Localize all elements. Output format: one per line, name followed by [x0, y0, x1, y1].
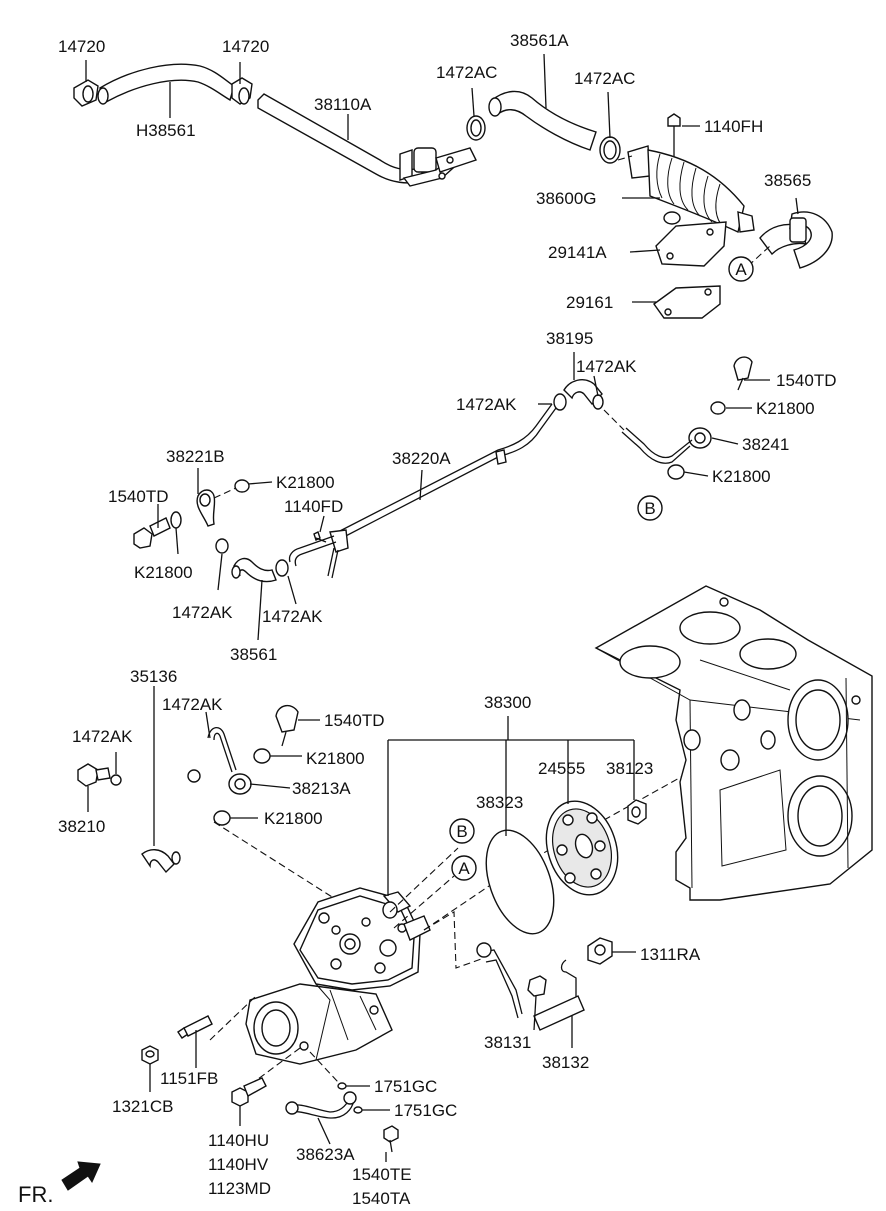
label-h38561: H38561	[136, 121, 196, 140]
label-38195: 38195	[546, 329, 593, 348]
label-1123md: 1123MD	[208, 1179, 271, 1198]
label-38300: 38300	[484, 693, 531, 712]
front-direction-indicator: FR.	[18, 1161, 101, 1207]
label-38210: 38210	[58, 817, 105, 836]
label-38110a: 38110A	[314, 95, 372, 114]
label-38220a: 38220A	[392, 449, 451, 468]
gear-24555	[545, 800, 619, 896]
label-14720-right: 14720	[222, 37, 269, 56]
callout-a-bottom: A	[451, 855, 477, 881]
label-29161: 29161	[566, 293, 613, 312]
label-14720-left: 14720	[58, 37, 105, 56]
label-38213a: 38213A	[292, 779, 351, 798]
label-1472ak-right: 1472AK	[576, 357, 637, 376]
label-38561: 38561	[230, 645, 277, 664]
label-35136: 35136	[130, 667, 177, 686]
label-29141a: 29141A	[548, 243, 607, 262]
label-1472ac-right: 1472AC	[574, 69, 635, 88]
label-1540td-left: 1540TD	[108, 487, 168, 506]
label-38600g: 38600G	[536, 189, 597, 208]
engine-block	[594, 585, 873, 901]
label-1311ra: 1311RA	[640, 945, 701, 964]
label-k21800-bottom: K21800	[264, 809, 323, 828]
leader-lines	[85, 53, 799, 1162]
label-1472ac-left: 1472AC	[436, 63, 497, 82]
svg-text:A: A	[735, 260, 747, 279]
label-24555: 24555	[538, 759, 585, 778]
label-1151fb: 1151FB	[160, 1069, 218, 1088]
svg-text:B: B	[644, 499, 655, 518]
label-1540td-lower: 1540TD	[324, 711, 384, 730]
label-38565: 38565	[764, 171, 811, 190]
label-38561a: 38561A	[510, 31, 569, 50]
label-1540ta: 1540TA	[352, 1189, 411, 1208]
label-1140fh: 1140FH	[704, 117, 763, 136]
label-1540te: 1540TE	[352, 1165, 412, 1184]
label-1540td-right: 1540TD	[776, 371, 836, 390]
part-labels: 14720 14720 H38561 38110A 1472AC 38561A …	[58, 31, 836, 1208]
label-1751gc-lower: 1751GC	[394, 1101, 457, 1120]
compressor-assembly	[77, 585, 873, 1153]
label-1140hv: 1140HV	[208, 1155, 269, 1174]
label-1472ak-side: 1472AK	[72, 727, 133, 746]
callout-b-middle: B	[637, 495, 663, 521]
coolant-line-assembly	[133, 356, 753, 583]
label-1472ak-lower-left: 1472AK	[172, 603, 233, 622]
callout-a-top: A	[728, 256, 754, 282]
svg-text:A: A	[458, 859, 470, 878]
label-k21800-upper-lower: K21800	[306, 749, 365, 768]
front-label: FR.	[18, 1182, 53, 1207]
label-1751gc-upper: 1751GC	[374, 1077, 437, 1096]
label-38241: 38241	[742, 435, 789, 454]
label-1472ak-upper: 1472AK	[162, 695, 223, 714]
label-38623a: 38623A	[296, 1145, 355, 1164]
label-38123: 38123	[606, 759, 653, 778]
label-k21800-upper-left: K21800	[276, 473, 335, 492]
label-38132: 38132	[542, 1053, 589, 1072]
label-1140fd: 1140FD	[284, 497, 343, 516]
label-k21800-lower-left: K21800	[134, 563, 193, 582]
label-1140hu: 1140HU	[208, 1131, 269, 1150]
callout-b-bottom: B	[449, 818, 475, 844]
label-38221b: 38221B	[166, 447, 225, 466]
svg-text:B: B	[456, 822, 467, 841]
label-k21800-upper-right: K21800	[756, 399, 815, 418]
label-k21800-lower-right: K21800	[712, 467, 771, 486]
front-arrow-icon	[61, 1161, 101, 1191]
label-38323: 38323	[476, 793, 523, 812]
label-1472ak-lower-right: 1472AK	[262, 607, 323, 626]
label-1472ak-middle: 1472AK	[456, 395, 517, 414]
label-1321cb: 1321CB	[112, 1097, 173, 1116]
intake-hose-assembly	[73, 63, 833, 319]
label-38131: 38131	[484, 1033, 531, 1052]
